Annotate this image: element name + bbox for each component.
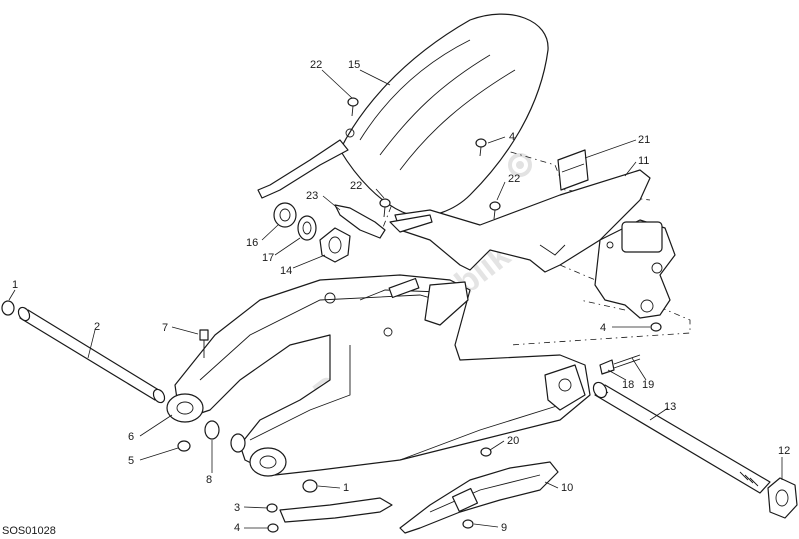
bolt-7-head bbox=[199, 329, 209, 341]
callout-23: 23 bbox=[306, 190, 318, 202]
screw-4-lower bbox=[267, 523, 279, 533]
brake-caliper bbox=[594, 219, 676, 319]
nut-5 bbox=[177, 440, 191, 452]
callout-14: 14 bbox=[280, 265, 292, 277]
callout-15: 15 bbox=[348, 59, 360, 71]
callout-5: 5 bbox=[128, 455, 134, 467]
wheel-axle bbox=[592, 381, 771, 494]
washer-8a bbox=[204, 420, 220, 440]
screw-22-right bbox=[489, 201, 501, 211]
callout-4-top: 4 bbox=[509, 131, 515, 143]
screw-9 bbox=[462, 519, 474, 529]
callout-4-right: 4 bbox=[600, 322, 606, 334]
callout-13: 13 bbox=[664, 401, 676, 413]
callout-7: 7 bbox=[162, 322, 168, 334]
callout-12: 12 bbox=[778, 445, 790, 457]
link-plate bbox=[389, 214, 433, 233]
screw-22-top bbox=[347, 97, 359, 107]
callout-6: 6 bbox=[128, 431, 134, 443]
callout-9: 9 bbox=[501, 522, 507, 534]
callout-18: 18 bbox=[622, 379, 634, 391]
sticker-label bbox=[557, 149, 589, 191]
chain-slider bbox=[399, 461, 559, 534]
bearing-16 bbox=[273, 202, 297, 228]
lower-bracket bbox=[279, 497, 393, 523]
bracket-23 bbox=[334, 204, 386, 239]
washer-8b bbox=[230, 433, 246, 453]
callout-numbers: 22 15 4 21 11 22 22 23 16 17 14 1 2 7 4 … bbox=[12, 59, 790, 534]
watermark-gear-icon bbox=[508, 153, 532, 177]
drawing-code: SOS01028 bbox=[2, 525, 56, 537]
callout-19: 19 bbox=[642, 379, 654, 391]
pivot-shaft bbox=[17, 306, 166, 404]
callout-22-mid: 22 bbox=[350, 180, 362, 192]
callout-22-right: 22 bbox=[508, 173, 520, 185]
callout-1-left: 1 bbox=[12, 279, 18, 291]
callout-8: 8 bbox=[206, 474, 212, 486]
rear-mudguard bbox=[257, 13, 549, 217]
callout-22-top: 22 bbox=[310, 59, 322, 71]
nut-18 bbox=[599, 359, 615, 375]
chain-guard bbox=[394, 169, 651, 273]
screw-4-right bbox=[650, 322, 662, 332]
screw-20 bbox=[480, 447, 492, 457]
sprocket-carrier-14 bbox=[319, 227, 351, 263]
callout-17: 17 bbox=[262, 252, 274, 264]
callout-2: 2 bbox=[94, 321, 100, 333]
callout-16: 16 bbox=[246, 237, 258, 249]
callout-1-lower: 1 bbox=[343, 482, 349, 494]
callout-20: 20 bbox=[507, 435, 519, 447]
leader-lines bbox=[8, 69, 783, 529]
callout-21: 21 bbox=[638, 134, 650, 146]
cap-1-left bbox=[1, 300, 15, 316]
callout-4-lower: 4 bbox=[234, 522, 240, 534]
axle-nut bbox=[767, 477, 798, 519]
screw-3 bbox=[266, 503, 278, 513]
screw-4-top bbox=[475, 138, 487, 148]
washer-17 bbox=[297, 215, 317, 241]
callout-11: 11 bbox=[638, 155, 649, 167]
screw-22-mid bbox=[379, 198, 391, 208]
small-parts bbox=[1, 97, 662, 533]
callout-10: 10 bbox=[561, 482, 573, 494]
swingarm bbox=[166, 274, 591, 477]
callout-3: 3 bbox=[234, 502, 240, 514]
cap-1-lower bbox=[302, 479, 318, 493]
